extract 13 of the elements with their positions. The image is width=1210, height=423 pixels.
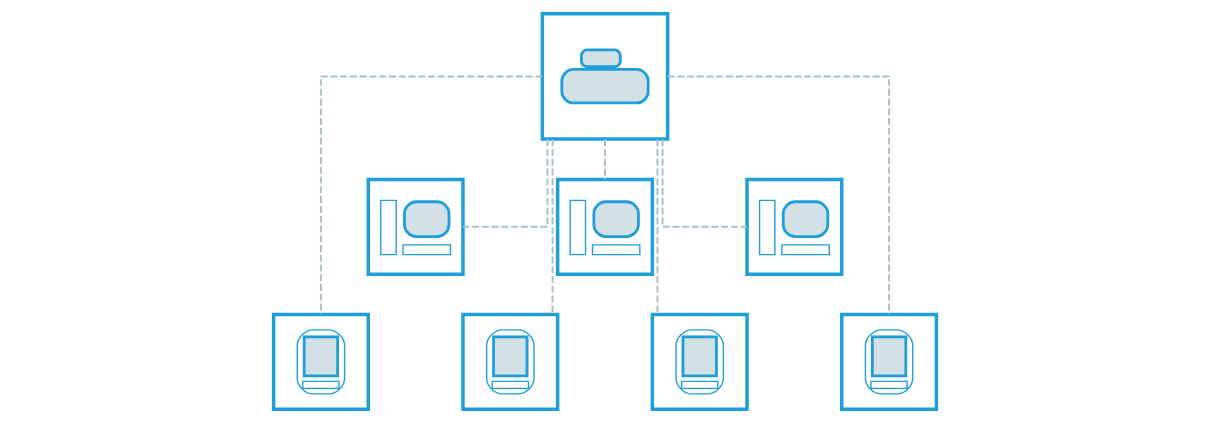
connector — [462, 138, 549, 228]
node-picture — [366, 177, 465, 276]
node-picture — [461, 312, 560, 411]
connector — [604, 138, 606, 181]
connector — [319, 75, 544, 316]
connector — [661, 138, 748, 228]
node-picture — [540, 12, 670, 141]
connector — [666, 75, 891, 316]
node-picture — [555, 177, 655, 276]
node-picture — [650, 312, 749, 411]
node-picture — [745, 177, 844, 276]
node-picture — [271, 312, 370, 411]
node-picture — [840, 312, 939, 411]
